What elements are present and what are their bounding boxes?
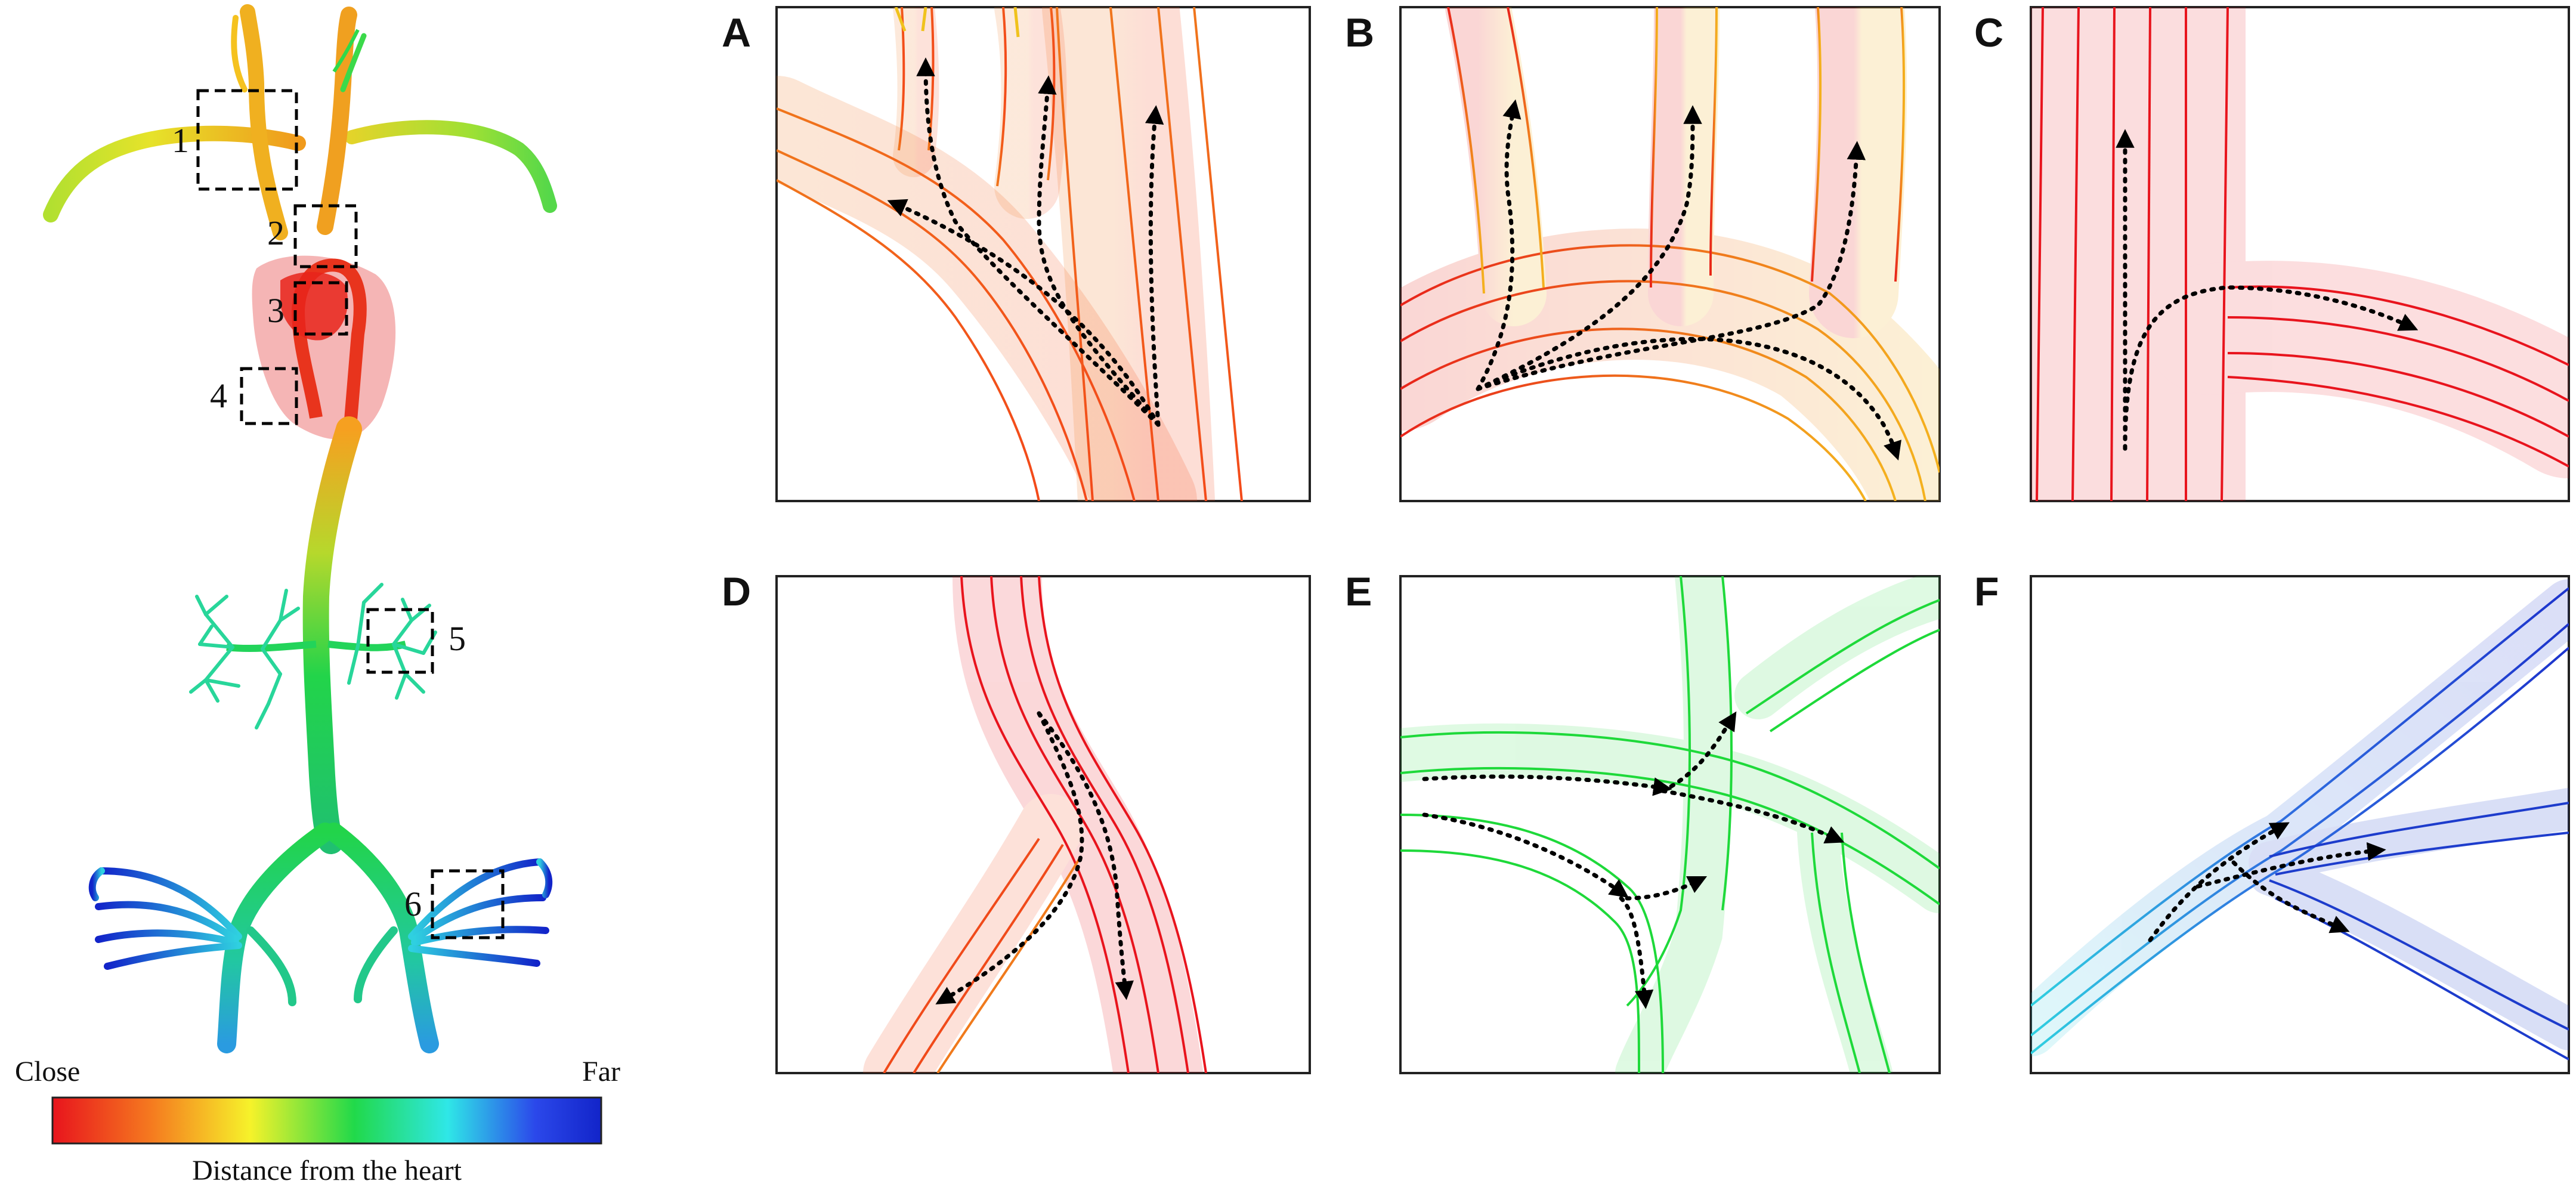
right-leg-inner [354, 926, 398, 1003]
neck-vessel-thin [231, 15, 248, 92]
left-kidney-branches [189, 589, 300, 729]
detail-boxes [196, 89, 505, 939]
legend-far-label: Far [582, 1056, 620, 1087]
descending-aorta [302, 416, 362, 854]
shoulder-branch [332, 29, 360, 73]
panel-label-e: E [1345, 569, 1372, 614]
panel-d-content [863, 576, 1207, 1073]
legend-caption: Distance from the heart [192, 1155, 462, 1186]
panel-label-c: C [1974, 10, 2003, 55]
left-foot-vessels [88, 867, 242, 970]
box-label-6: 6 [404, 885, 422, 923]
panel-b-content [1400, 7, 1940, 501]
box-label-1: 1 [172, 121, 189, 160]
detail-box-5 [366, 608, 434, 674]
left-leg-inner [246, 926, 296, 1006]
left-renal-branch [226, 641, 317, 653]
legend-colorbar [51, 1096, 602, 1145]
detail-box-4 [240, 367, 298, 425]
panel-e-content [1400, 576, 1940, 1073]
panel-frame-e [1399, 575, 1941, 1074]
left-leg-vessel [217, 823, 335, 1053]
box-label-4: 4 [210, 376, 227, 415]
legend-close-label: Close [15, 1056, 80, 1087]
vessel-overview [43, 4, 557, 1053]
neck-vessel-right [317, 7, 357, 235]
neck-vessel-left [240, 4, 288, 240]
heart-core [280, 272, 348, 341]
panel-label-f: F [1974, 569, 1999, 614]
detail-box-1 [196, 89, 298, 191]
neck-vessel-green [340, 33, 367, 92]
panel-label-d: D [722, 569, 751, 614]
right-kidney-branches [347, 583, 437, 700]
panel-f-content [2031, 579, 2569, 1061]
right-leg-vessel [324, 823, 439, 1053]
panel-frame-c [2030, 6, 2570, 502]
panel-frame-d [775, 575, 1311, 1074]
box-label-2: 2 [267, 214, 284, 252]
box-number-labels: 1 2 3 4 5 6 [172, 121, 466, 923]
panel-label-a: A [722, 10, 751, 55]
detail-box-2 [293, 204, 358, 268]
distance-legend: Close Far Distance from the heart [15, 1056, 620, 1186]
box-label-5: 5 [449, 619, 466, 658]
panel-label-b: B [1345, 10, 1374, 55]
right-arm-vessel [345, 120, 557, 213]
panel-a-content [777, 7, 1243, 501]
panel-frame-f [2030, 575, 2570, 1074]
detail-box-3 [293, 281, 348, 336]
box-label-3: 3 [267, 291, 284, 330]
detail-box-6 [431, 869, 505, 939]
panel-letters: A B C D E F [722, 10, 2003, 614]
panel-c-content [2031, 7, 2569, 501]
